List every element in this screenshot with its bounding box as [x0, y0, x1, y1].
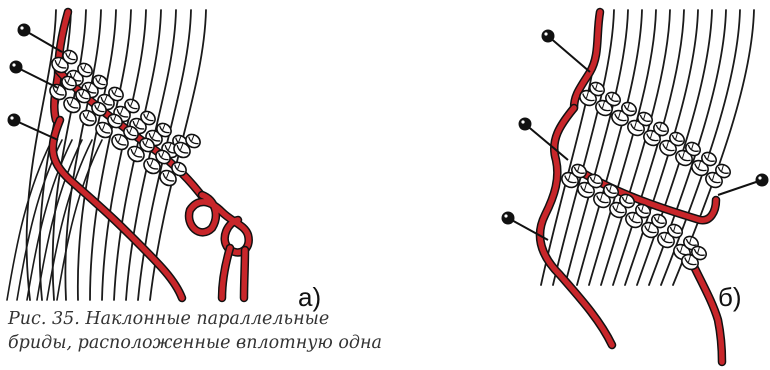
caption-line-2: бриды, расположенные вплотную одна: [8, 331, 378, 355]
warp-thread: [541, 10, 600, 285]
panel-b-label: б): [718, 282, 742, 313]
loop-cord: [222, 248, 230, 298]
pin-icon: [8, 114, 59, 141]
pin-icon: [542, 30, 591, 73]
loop-cord: [189, 195, 249, 252]
caption-line-1: Рис. 35. Наклонные параллельные: [8, 307, 378, 331]
loop-cord: [244, 250, 245, 298]
warp-thread: [7, 140, 52, 300]
figure-caption: Рис. 35. Наклонные параллельные бриды, р…: [8, 307, 378, 355]
panel-a-illustration: [7, 10, 249, 300]
warp-thread: [553, 10, 614, 285]
warp-threads: [541, 10, 754, 285]
